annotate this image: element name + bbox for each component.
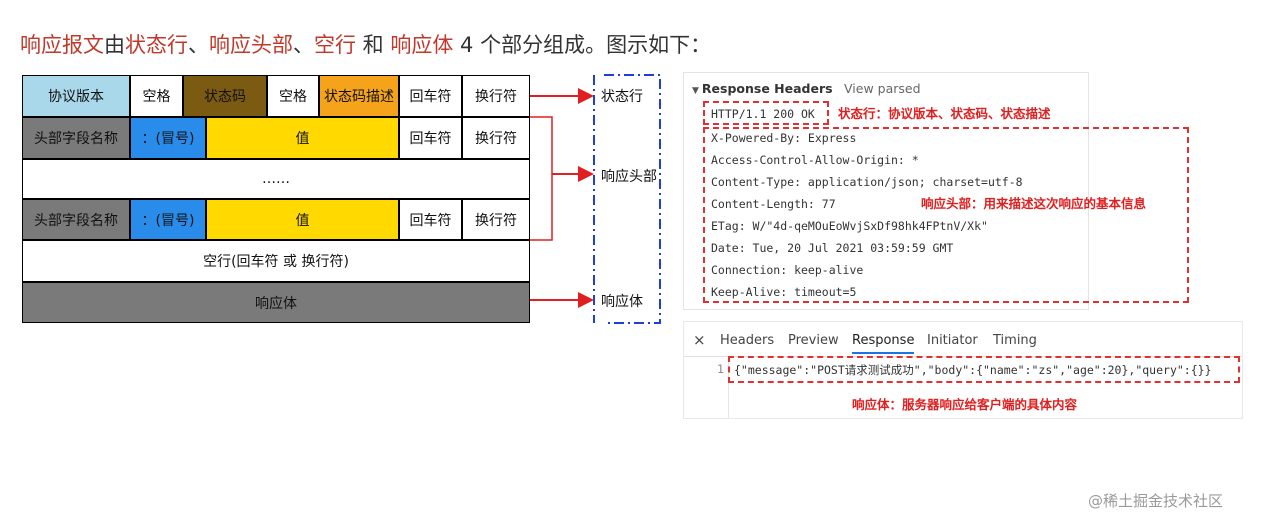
intro-response-message: 响应报文: [20, 33, 104, 57]
cell-status-code: 状态码: [183, 75, 267, 117]
cell-blank-line: 空行(回车符 或 换行符): [22, 240, 530, 282]
header-line: Date: Tue, 20 Jul 2021 03:59:59 GMT: [711, 241, 954, 255]
response-structure-diagram: 协议版本 空格 状态码 空格 状态码描述 回车符 换行符 头部字段名称 ：(冒号…: [22, 75, 532, 325]
note-body: 响应体：服务器响应给客户端的具体内容: [852, 397, 1078, 412]
cell-cr: 回车符: [399, 117, 462, 159]
header-line: X-Powered-By: Express: [711, 131, 857, 145]
label-status-line: 状态行: [601, 89, 643, 105]
view-parsed-link[interactable]: View parsed: [844, 81, 921, 96]
body-highlight: [728, 356, 1240, 383]
response-headers-panel: ▼Response Headers View parsed HTTP/1.1 2…: [683, 72, 1189, 310]
bracket-sections: [604, 74, 661, 324]
headers-highlight: [703, 127, 1189, 303]
tab-timing[interactable]: Timing: [993, 333, 1037, 348]
response-tab-panel: × Headers Preview Response Initiator Tim…: [683, 321, 1243, 419]
cell-header-name: 头部字段名称: [22, 199, 130, 240]
header-line: Keep-Alive: timeout=5: [711, 285, 857, 299]
status-line-highlight: [703, 101, 829, 125]
intro-body: 响应体: [390, 33, 454, 57]
cell-protocol-version: 协议版本: [22, 75, 130, 117]
bracket-headers: [530, 116, 553, 241]
tab-preview[interactable]: Preview: [788, 333, 839, 348]
cell-value: 值: [206, 117, 399, 159]
cell-cr: 回车符: [399, 199, 462, 240]
cell-colon: ：(冒号): [130, 199, 206, 240]
tab-response[interactable]: Response: [852, 333, 915, 354]
cell-space: 空格: [267, 75, 319, 117]
cell-lf: 换行符: [462, 199, 530, 240]
cell-cr: 回车符: [399, 75, 462, 117]
tab-headers[interactable]: Headers: [720, 333, 775, 348]
intro-sep: 、: [293, 33, 314, 57]
intro-tail: 4 个部分组成。图示如下：: [453, 33, 712, 57]
label-headers: 响应头部: [601, 169, 657, 185]
header-line: ETag: W/"4d-qeMOuEoWvjSxDf98hk4FPtnV/Xk": [711, 219, 988, 233]
intro-blank-line: 空行: [314, 33, 356, 57]
intro-status-line: 状态行: [125, 33, 188, 57]
response-body-text: {"message":"POST请求测试成功","body":{"name":"…: [734, 363, 1212, 377]
response-headers-title-text: Response Headers: [701, 81, 833, 96]
cell-body: 响应体: [22, 282, 530, 323]
status-line-text: HTTP/1.1 200 OK: [711, 107, 815, 121]
cell-space: 空格: [130, 75, 183, 117]
intro-headers: 响应头部: [209, 33, 293, 57]
tab-initiator[interactable]: Initiator: [927, 333, 978, 348]
line-gutter: [684, 356, 729, 418]
intro-and: 和: [356, 33, 391, 57]
expand-triangle-icon[interactable]: ▼: [692, 86, 699, 96]
watermark: @稀土掘金技术社区: [1088, 492, 1224, 510]
close-icon[interactable]: ×: [693, 331, 706, 349]
note-status-line: 状态行：协议版本、状态码、状态描述: [838, 106, 1051, 121]
header-line: Content-Length: 77: [711, 197, 836, 211]
intro-sentence: 响应报文由状态行、响应头部、空行 和 响应体 4 个部分组成。图示如下：: [20, 30, 711, 60]
cell-ellipsis: ……: [22, 159, 530, 199]
devtools-tabbar: × Headers Preview Response Initiator Tim…: [684, 322, 1242, 357]
intro-text: 由: [104, 33, 125, 57]
cell-colon: ：(冒号): [130, 117, 206, 159]
response-headers-title[interactable]: ▼Response Headers: [692, 81, 833, 96]
header-line: Content-Type: application/json; charset=…: [711, 175, 1023, 189]
header-line: Connection: keep-alive: [711, 263, 864, 277]
cell-lf: 换行符: [462, 75, 530, 117]
line-number: 1: [717, 362, 724, 376]
cell-status-text: 状态码描述: [319, 75, 399, 117]
header-line: Access-Control-Allow-Origin: *: [711, 153, 919, 167]
intro-sep: 、: [188, 33, 209, 57]
cell-header-name: 头部字段名称: [22, 117, 130, 159]
note-headers: 响应头部：用来描述这次响应的基本信息: [921, 196, 1147, 211]
cell-lf: 换行符: [462, 117, 530, 159]
cell-value: 值: [206, 199, 399, 240]
label-body: 响应体: [601, 294, 643, 310]
